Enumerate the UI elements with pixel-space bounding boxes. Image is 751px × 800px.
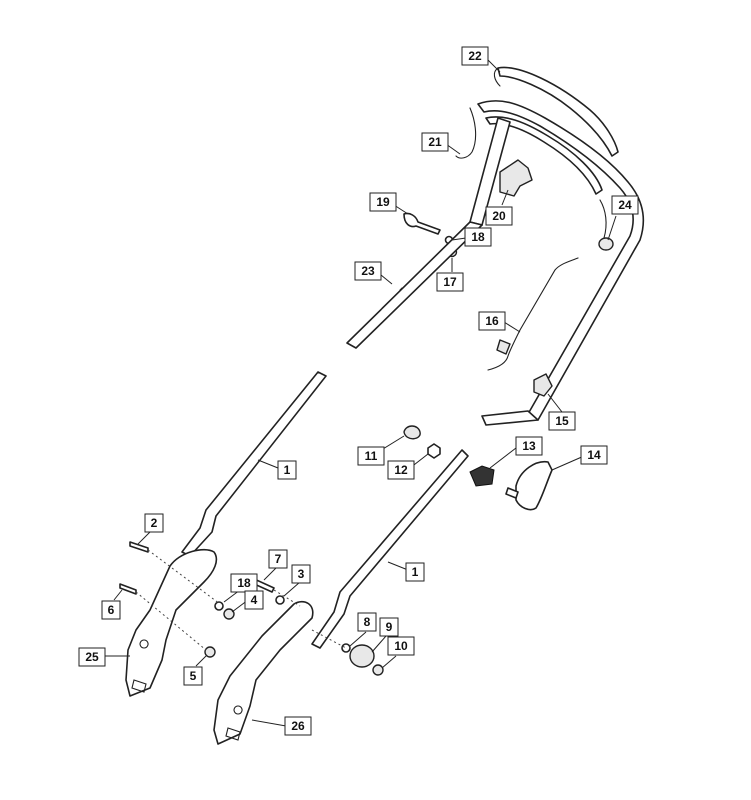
callout-19: 19 (369, 192, 397, 212)
callout-1-upper-label: 1 (284, 463, 291, 477)
callout-21-label: 21 (428, 135, 442, 149)
callout-8-label: 8 (364, 615, 371, 629)
callout-1-lower-label: 1 (412, 565, 419, 579)
callout-7-label: 7 (275, 552, 282, 566)
callout-25-label: 25 (85, 650, 99, 664)
callout-16: 16 (478, 311, 506, 331)
part-26-bracket-foot (225, 727, 241, 741)
callout-19-label: 19 (376, 195, 390, 209)
callout-1-upper: 1 (277, 460, 297, 480)
part-14-lever-shaft (505, 487, 519, 499)
callout-20-label: 20 (492, 209, 506, 223)
callout-3-label: 3 (298, 567, 305, 581)
part-16-cable-sleeve (496, 339, 511, 355)
callout-11-label: 11 (365, 449, 378, 463)
part-16-control-cable (487, 257, 579, 371)
assembly-line-2 (147, 549, 221, 605)
callout-5: 5 (183, 666, 203, 686)
part-25-bracket-hole (139, 639, 149, 649)
part-24-bushing (598, 237, 614, 251)
assembly-line-7 (273, 589, 301, 607)
callout-8: 8 (357, 612, 377, 632)
callout-1-lower: 1 (405, 562, 425, 582)
callout-10-label: 10 (394, 639, 408, 653)
callout-12: 12 (387, 460, 415, 480)
part-18-washer-lower (214, 601, 224, 611)
part-20-cable-clip (499, 159, 533, 197)
callout-18-lower: 18 (230, 573, 258, 593)
part-2-bolt (129, 541, 149, 553)
part-4-nut (223, 608, 235, 620)
callout-2: 2 (144, 513, 164, 533)
callout-6: 6 (101, 600, 121, 620)
leader-lines (104, 59, 617, 727)
callout-13: 13 (515, 436, 543, 456)
callout-7: 7 (268, 549, 288, 569)
upper-handle-right-tube (481, 410, 539, 426)
part-5-nut (204, 646, 216, 658)
part-23-upper-tube-edge (399, 287, 403, 291)
assembly-line-9 (311, 629, 347, 649)
callout-18-upper: 18 (464, 227, 492, 247)
callout-2-label: 2 (151, 516, 158, 530)
callout-18-upper-label: 18 (471, 230, 485, 244)
part-10-nut (372, 664, 384, 676)
part-22-grip-cover (497, 66, 619, 157)
callout-4: 4 (244, 590, 264, 610)
part-12-hex-nut (427, 443, 441, 459)
part-24-bracket (599, 199, 607, 239)
callout-15: 15 (548, 411, 576, 431)
callout-23: 23 (354, 261, 382, 281)
callout-16-label: 16 (485, 314, 499, 328)
callout-14: 14 (580, 445, 608, 465)
assembly-line-6 (135, 591, 207, 651)
callout-11: 11 (357, 446, 385, 466)
part-26-right-bracket (213, 600, 314, 745)
part-19-cable-end (403, 212, 441, 235)
part-11-knob-nut (403, 425, 421, 440)
part-1-lower-tube-right (311, 449, 469, 649)
part-26-bracket-hole (233, 705, 243, 715)
part-6-bolt (119, 583, 137, 595)
callout-23-label: 23 (361, 264, 375, 278)
callout-4-label: 4 (251, 593, 258, 607)
callout-12-label: 12 (394, 463, 408, 477)
callout-6-label: 6 (108, 603, 115, 617)
part-1-lower-tube-left (181, 371, 327, 557)
callout-17: 17 (436, 272, 464, 292)
callout-17-label: 17 (443, 275, 457, 289)
callout-5-label: 5 (190, 669, 197, 683)
part-15-cable-clip (533, 373, 553, 397)
callout-26: 26 (284, 716, 312, 736)
callout-20: 20 (485, 206, 513, 226)
callout-13-label: 13 (522, 439, 536, 453)
callout-24-label: 24 (618, 198, 632, 212)
callout-22: 22 (461, 46, 489, 66)
part-13-handle-clip (469, 465, 495, 487)
part-21-bail-rod (455, 107, 477, 159)
callout-24: 24 (611, 195, 639, 215)
callout-25: 25 (78, 647, 106, 667)
part-8-washer (341, 643, 351, 653)
part-9-knob (349, 644, 375, 668)
part-23-upper-tube (346, 221, 483, 349)
callout-21: 21 (421, 132, 449, 152)
callout-26-label: 26 (291, 719, 305, 733)
part-3-washer (275, 595, 285, 605)
upper-handle-inner-rod (485, 116, 603, 195)
callout-18-lower-label: 18 (237, 576, 251, 590)
part-25-bracket-foot (131, 679, 147, 693)
part-14-lever-knob (515, 461, 553, 511)
callout-15-label: 15 (555, 414, 569, 428)
callout-9-label: 9 (386, 620, 393, 634)
callout-22-label: 22 (468, 49, 482, 63)
callout-9: 9 (379, 617, 399, 637)
callout-14-label: 14 (587, 448, 601, 462)
callout-3: 3 (291, 564, 311, 584)
callout-10: 10 (387, 636, 415, 656)
part-25-left-bracket (125, 548, 218, 697)
